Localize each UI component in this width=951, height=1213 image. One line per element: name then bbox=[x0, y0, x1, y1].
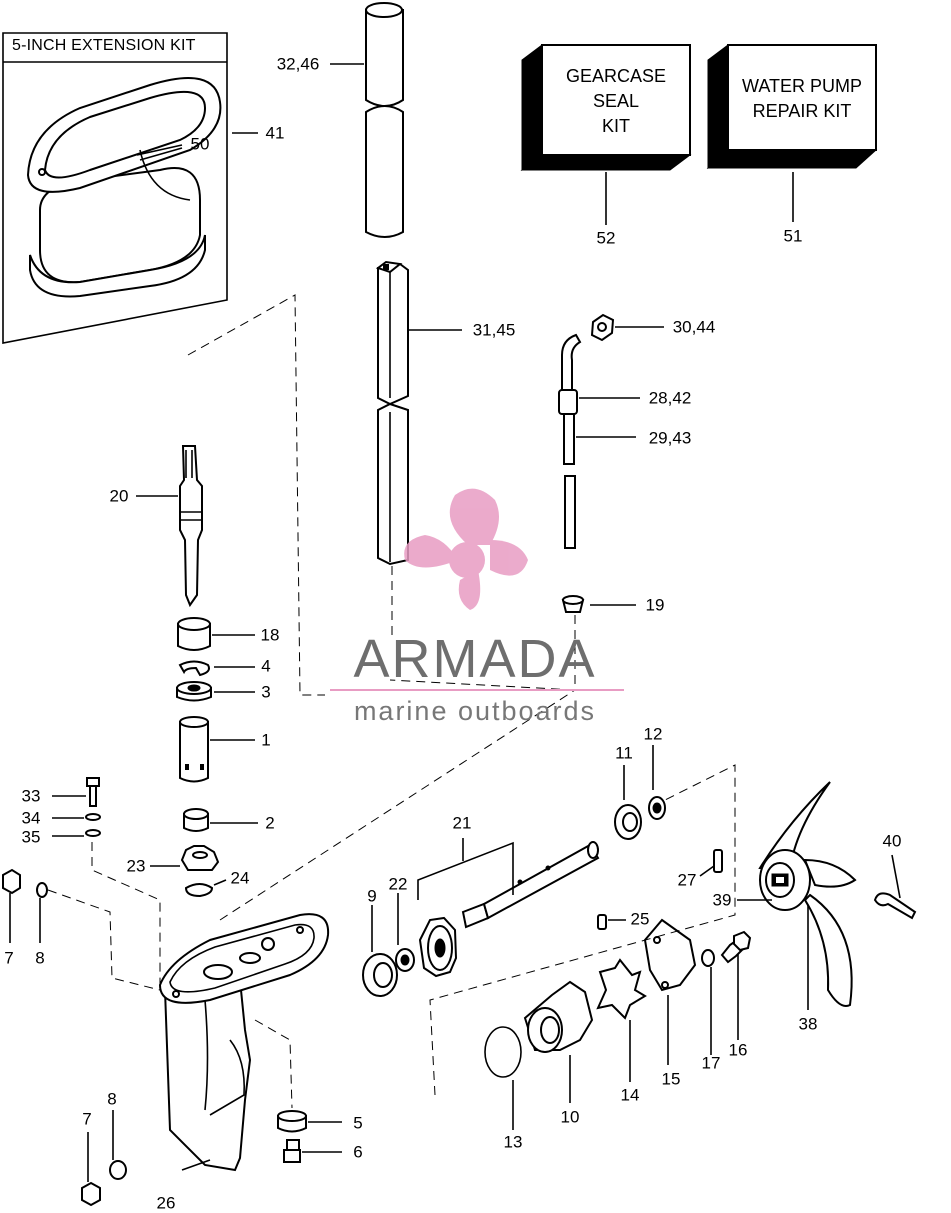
part-label: 28,42 bbox=[648, 388, 692, 408]
part-label: 26 bbox=[156, 1193, 176, 1213]
part-label: 7 bbox=[4, 948, 14, 968]
part-label: 15 bbox=[661, 1069, 681, 1089]
part-label: 32,46 bbox=[276, 54, 320, 74]
part-label: 14 bbox=[620, 1085, 640, 1105]
part-label: 11 bbox=[615, 743, 633, 763]
propeller-shaft-part bbox=[417, 838, 600, 929]
gearcase-seal-kit-label: GEARCASE SEAL KIT bbox=[542, 64, 690, 139]
extension-spacer-part bbox=[26, 77, 222, 298]
water-pump-kit-box bbox=[706, 44, 878, 222]
part-label: 1 bbox=[261, 730, 271, 750]
part-label: 4 bbox=[261, 656, 271, 676]
pinion-shaft-part bbox=[136, 445, 203, 608]
part-label: 8 bbox=[35, 948, 45, 968]
part-label: 51 bbox=[783, 226, 803, 246]
part-label: 30,44 bbox=[672, 317, 716, 337]
gearcase-line-3: KIT bbox=[601, 116, 630, 136]
part-label: 17 bbox=[701, 1053, 721, 1073]
gearcase-line-1: GEARCASE bbox=[565, 66, 667, 86]
part-label: 10 bbox=[560, 1107, 580, 1127]
bushing-stack bbox=[176, 617, 258, 832]
water-pump-line-1: WATER PUMP bbox=[742, 76, 862, 96]
part-label: 9 bbox=[367, 886, 377, 906]
part-label: 13 bbox=[503, 1132, 523, 1152]
part-label: 21 bbox=[452, 813, 472, 833]
part-label: 24 bbox=[230, 868, 250, 888]
bearing-screw-5-6 bbox=[277, 1110, 342, 1163]
part-label: 35 bbox=[21, 827, 41, 847]
part-label: 39 bbox=[712, 890, 732, 910]
gearcase-line-2: SEAL bbox=[592, 91, 640, 111]
part-label: 6 bbox=[353, 1142, 363, 1162]
part-label: 5 bbox=[353, 1113, 363, 1133]
part-label: 12 bbox=[643, 724, 663, 744]
forward-gear-bearing bbox=[362, 893, 458, 997]
part-label: 20 bbox=[109, 486, 129, 506]
driveshaft-part bbox=[375, 260, 462, 566]
part-label: 7 bbox=[82, 1109, 92, 1129]
part-label: 3 bbox=[261, 682, 271, 702]
part-label: 34 bbox=[21, 808, 41, 828]
small-hardware bbox=[52, 777, 227, 898]
part-label: 38 bbox=[798, 1014, 818, 1034]
water-pump-assembly bbox=[484, 914, 752, 1130]
watermark-name: ARMADA bbox=[353, 629, 597, 689]
part-label: 41 bbox=[265, 123, 285, 143]
part-label: 40 bbox=[882, 831, 902, 851]
gearcase-seal-kit-box bbox=[520, 44, 692, 225]
part-label: 8 bbox=[107, 1089, 117, 1109]
part-label: 52 bbox=[596, 228, 616, 248]
part-label: 23 bbox=[126, 856, 146, 876]
nuts-washers bbox=[2, 868, 211, 1207]
water-tube-part bbox=[330, 2, 404, 238]
part-label: 22 bbox=[388, 874, 408, 894]
part-label: 18 bbox=[260, 625, 280, 645]
part-label: 16 bbox=[728, 1040, 748, 1060]
part-label: 25 bbox=[630, 909, 650, 929]
gearcase-housing-part bbox=[158, 913, 330, 1172]
part-label: 2 bbox=[265, 813, 275, 833]
water-intake-tube-part bbox=[558, 313, 664, 613]
part-label: 19 bbox=[645, 595, 665, 615]
water-pump-line-2: REPAIR KIT bbox=[752, 101, 852, 121]
watermark-tagline: marine outboards bbox=[353, 696, 597, 726]
extension-kit-panel bbox=[2, 32, 258, 344]
armada-logo-mark bbox=[404, 488, 528, 610]
part-label: 27 bbox=[677, 870, 697, 890]
part-label: 31,45 bbox=[472, 320, 516, 340]
rear-bearing-seal bbox=[614, 745, 666, 840]
propeller-part bbox=[699, 781, 917, 1010]
extension-kit-title: 5-INCH EXTENSION KIT bbox=[12, 37, 196, 54]
part-label: 50 bbox=[190, 134, 210, 154]
part-label: 29,43 bbox=[648, 428, 692, 448]
water-pump-kit-label: WATER PUMP REPAIR KIT bbox=[728, 74, 876, 124]
part-label: 33 bbox=[21, 786, 41, 806]
